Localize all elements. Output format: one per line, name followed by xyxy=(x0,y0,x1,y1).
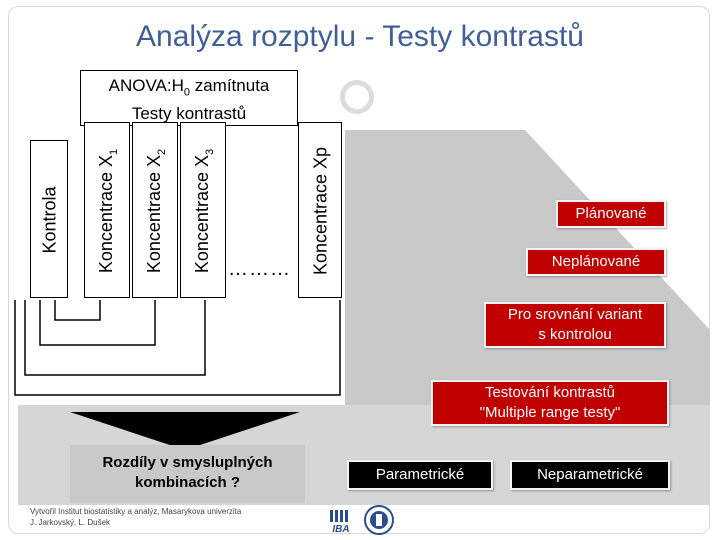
column-koncentrace-x1-label: Koncentrace X1 xyxy=(96,149,120,273)
grouping-brackets xyxy=(14,300,341,396)
pill-testovani-kontrastu: Testování kontrastů "Multiple range test… xyxy=(431,380,669,426)
k2-text: Koncentrace X xyxy=(144,155,165,274)
column-koncentrace-x3-label: Koncentrace X3 xyxy=(192,149,216,273)
pill-planovane: Plánované xyxy=(556,200,666,228)
iba-logo-text: IBA xyxy=(332,524,349,534)
footer-credits: Vytvořil Institut biostatistiky a analýz… xyxy=(30,506,241,528)
pill-srovnani-s-kontrolou: Pro srovnání variant s kontrolou xyxy=(484,302,666,348)
pill-neplanovane: Neplánované xyxy=(526,248,666,276)
pill-neparametricke: Neparametrické xyxy=(510,460,670,490)
pill-testovani-line2: "Multiple range testy" xyxy=(479,404,621,421)
k3-text: Koncentrace X xyxy=(192,155,213,274)
anova-line1-prefix: ANOVA:H xyxy=(108,76,184,95)
result-line2: kombinacích ? xyxy=(134,474,241,491)
column-koncentrace-xp: Koncentrace Xp xyxy=(298,122,342,298)
page-title: Analýza rozptylu - Testy kontrastů xyxy=(136,20,584,53)
footer-line2: J. Jarkovský, L. Dušek xyxy=(30,518,111,527)
pill-srovnani-line2: s kontrolou xyxy=(538,326,612,343)
result-box: Rozdíly v smysluplných kombinacích ? xyxy=(70,445,305,503)
column-ellipsis: ……… xyxy=(228,258,291,280)
column-kontrola-label: Kontrola xyxy=(39,186,60,254)
column-koncentrace-xp-label: Koncentrace Xp xyxy=(310,146,331,276)
bracket-4 xyxy=(14,300,341,396)
slide-frame xyxy=(8,6,710,534)
ring-icon xyxy=(340,80,374,114)
mu-logo-icon xyxy=(364,505,394,535)
k2-sub: 2 xyxy=(155,148,168,156)
column-koncentrace-x3: Koncentrace X3 xyxy=(180,122,226,298)
column-koncentrace-x2-label: Koncentrace X2 xyxy=(144,149,168,273)
anova-subscript: 0 xyxy=(183,86,190,99)
bracket-2 xyxy=(39,300,156,346)
pill-parametricke: Parametrické xyxy=(347,460,493,490)
k1-sub: 1 xyxy=(107,148,120,156)
bracket-1 xyxy=(54,300,101,321)
anova-line2: Testy kontrastů xyxy=(131,104,247,124)
footer-line1: Vytvořil Institut biostatistiky a analýz… xyxy=(30,507,242,516)
anova-box: ANOVA:H0 zamítnuta Testy kontrastů xyxy=(80,70,298,126)
result-line1: Rozdíly v smysluplných xyxy=(102,454,273,471)
iba-logo-icon: IBA xyxy=(330,510,350,534)
k1-text: Koncentrace X xyxy=(96,155,117,274)
column-kontrola: Kontrola xyxy=(30,140,68,298)
down-arrow xyxy=(70,412,300,450)
column-koncentrace-x1: Koncentrace X1 xyxy=(84,122,130,298)
bracket-3 xyxy=(24,300,206,376)
anova-line1-suffix: zamítnuta xyxy=(190,76,270,95)
pill-srovnani-line1: Pro srovnání variant xyxy=(507,306,643,323)
column-koncentrace-x2: Koncentrace X2 xyxy=(132,122,178,298)
pill-testovani-line1: Testování kontrastů xyxy=(484,384,616,401)
k3-sub: 3 xyxy=(203,148,216,156)
